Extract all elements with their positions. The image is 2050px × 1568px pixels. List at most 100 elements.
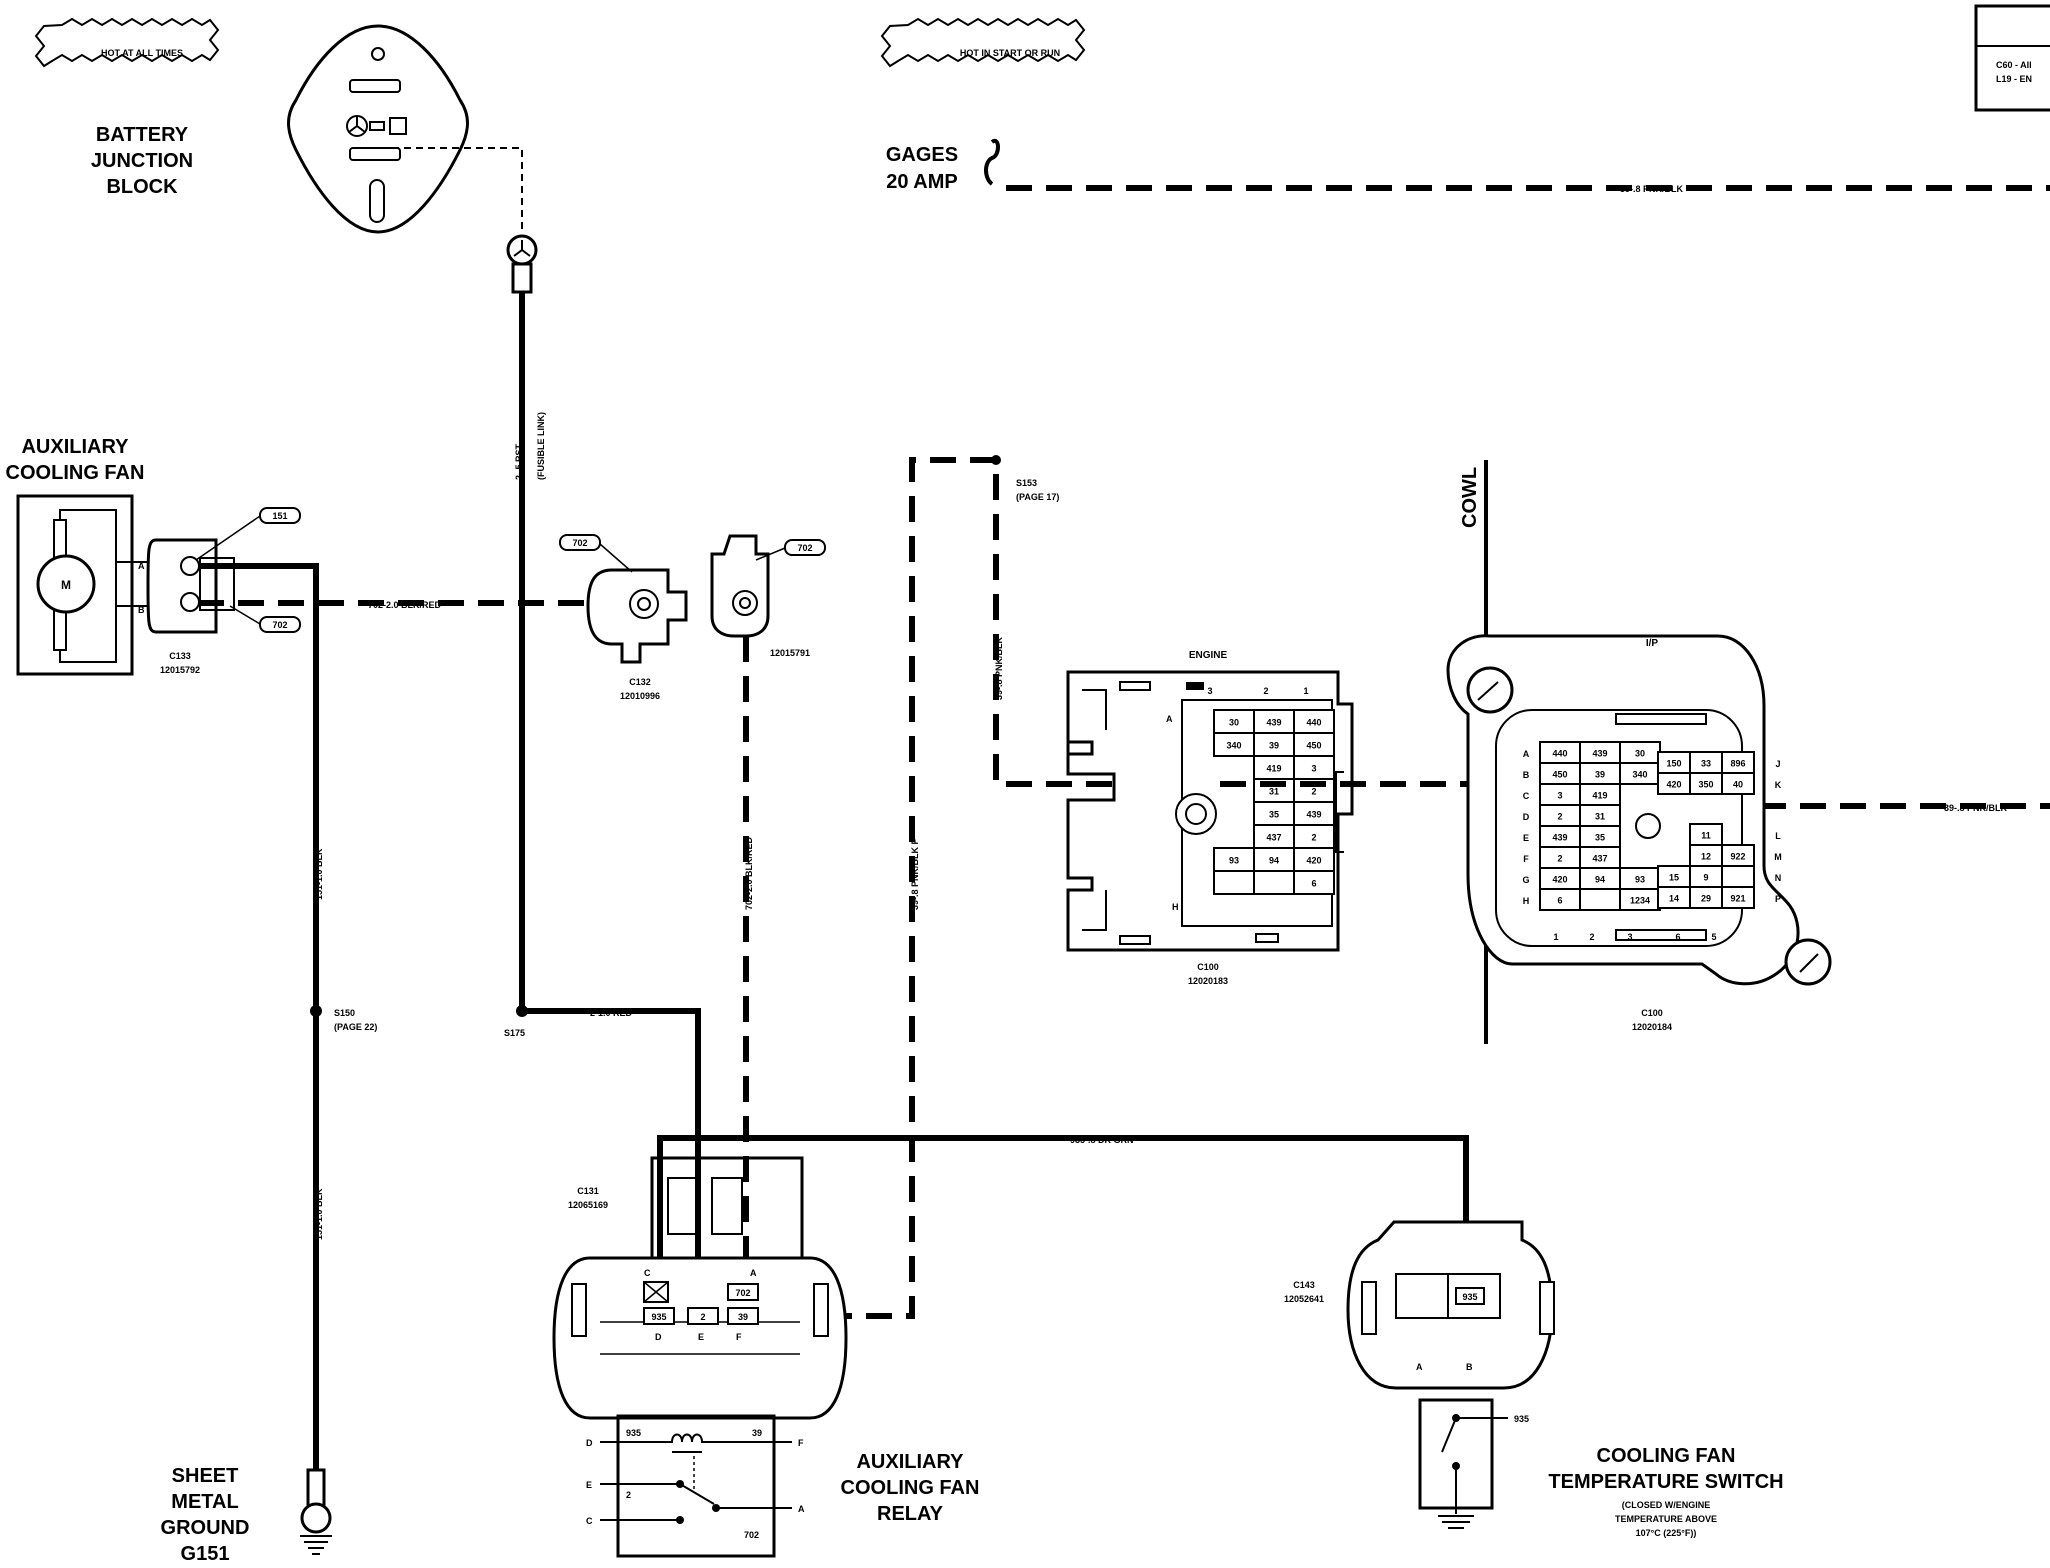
- ip-cavity-right-2-1-label: 9: [1703, 873, 1708, 883]
- ip-cavity-top-0-1-label: 33: [1701, 759, 1711, 769]
- engine-cavity-4-2-label: 439: [1306, 810, 1321, 820]
- svg-text:COOLING FAN: COOLING FAN: [6, 462, 145, 484]
- ip-cavity-left-4-0-label: 439: [1552, 833, 1567, 843]
- ip-cavity-left-4-1-label: 35: [1595, 833, 1605, 843]
- svg-text:12015792: 12015792: [160, 665, 200, 675]
- svg-text:A: A: [138, 561, 145, 571]
- svg-text:151: 151: [272, 511, 287, 521]
- ip-cavity-left-7-1-cell: [1579, 888, 1621, 911]
- svg-text:702: 702: [272, 620, 287, 630]
- ip-row-letter: P: [1775, 894, 1781, 904]
- svg-text:G151: G151: [181, 1543, 230, 1565]
- engine-cavity-7-0-cell: [1213, 870, 1255, 895]
- ip-row-letter: A: [1523, 749, 1530, 759]
- ip-cavity-left-2-1-label: 419: [1592, 791, 1607, 801]
- engine-row-a: A: [1166, 714, 1173, 724]
- wire-39-vertical-lower-label: 39-.8 PNK/BLK F: [910, 838, 920, 910]
- svg-text:(PAGE 22): (PAGE 22): [334, 1022, 377, 1032]
- svg-text:S150: S150: [334, 1008, 355, 1018]
- ip-row-letter: D: [1523, 812, 1530, 822]
- ip-bottom-number: 3: [1627, 932, 1632, 942]
- auxiliary-cooling-fan-relay-label: AUXILIARY COOLING FAN RELAY: [841, 1451, 980, 1525]
- svg-text:BATTERY: BATTERY: [96, 124, 189, 146]
- svg-text:12065169: 12065169: [568, 1200, 608, 1210]
- ip-row-letter: M: [1774, 852, 1782, 862]
- wire-935: [657, 1135, 1469, 1300]
- engine-cavity-7-1-cell: [1253, 870, 1295, 895]
- ip-row-letter: G: [1522, 875, 1529, 885]
- svg-text:39: 39: [738, 1312, 748, 1322]
- svg-text:12020183: 12020183: [1188, 976, 1228, 986]
- svg-text:935: 935: [626, 1428, 641, 1438]
- svg-text:C131: C131: [577, 1186, 599, 1196]
- battery-junction-block: [287, 24, 469, 234]
- svg-text:702: 702: [797, 543, 812, 553]
- temperature-switch-symbol: 935: [1418, 1398, 1529, 1529]
- connector-12015791: 702 12015791: [710, 534, 826, 658]
- svg-text:TEMPERATURE SWITCH: TEMPERATURE SWITCH: [1548, 1471, 1783, 1493]
- ip-cavity-left-6-0-label: 420: [1552, 875, 1567, 885]
- hot-in-start-or-run-banner: HOT IN START OR RUN: [880, 17, 1086, 68]
- engine-cavity-0-0-label: 30: [1229, 718, 1239, 728]
- wire-39-right-label: 39-.8 PNK/BLK: [1944, 803, 2008, 813]
- engine-col-1: 1: [1303, 686, 1308, 696]
- connector-c132: 702 C132 12010996: [559, 534, 688, 701]
- wire-151: [198, 563, 319, 1500]
- ip-bottom-number: 1: [1553, 932, 1558, 942]
- wire-39-vertical: [786, 457, 1260, 1319]
- hot-in-start-or-run-text: HOT IN START OR RUN: [960, 48, 1060, 58]
- svg-text:B: B: [1466, 1362, 1473, 1372]
- svg-text:935: 935: [651, 1312, 666, 1322]
- ip-cavity-left-3-1-label: 31: [1595, 812, 1605, 822]
- ip-row-letter: F: [1523, 854, 1529, 864]
- wire-2-red-label: 2-1.0 RED: [590, 1008, 633, 1018]
- svg-text:GAGES: GAGES: [886, 144, 958, 166]
- engine-cavity-3-2-label: 2: [1311, 787, 1316, 797]
- auxiliary-cooling-fan-label: AUXILIARY COOLING FAN: [6, 436, 145, 484]
- wire-702-horizontal-label: 702-2.0 BLK/RED: [368, 600, 442, 610]
- svg-text:(CLOSED W/ENGINE: (CLOSED W/ENGINE: [1622, 1500, 1711, 1510]
- engine-cavity-5-2-label: 2: [1311, 833, 1316, 843]
- connector-c143: 935 A B C143 12052641: [1284, 1220, 1555, 1390]
- sheet-metal-ground-label: SHEET METAL GROUND G151: [161, 1465, 250, 1565]
- engine-row-h: H: [1172, 902, 1179, 912]
- ip-cavity-right-0-1-label: 11: [1701, 831, 1711, 841]
- svg-text:E: E: [698, 1332, 704, 1342]
- engine-cavity-7-2-cell: [1293, 870, 1335, 895]
- ip-cavity-left-7-0-label: 6: [1557, 896, 1562, 906]
- hot-at-all-times-text: HOT AT ALL TIMES: [101, 48, 183, 58]
- wire-151-upper-label: 151-1.0 BLK: [314, 848, 324, 900]
- wire-39-right: [1220, 781, 2050, 809]
- engine-cavity-6-1-label: 94: [1269, 856, 1279, 866]
- engine-cavity-3-1-label: 31: [1269, 787, 1279, 797]
- ip-row-letter: C: [1523, 791, 1530, 801]
- ip-bottom-number: 5: [1711, 932, 1716, 942]
- svg-text:F: F: [798, 1438, 804, 1448]
- svg-text:B: B: [138, 605, 145, 615]
- engine-cavity-0-1-label: 439: [1266, 718, 1281, 728]
- svg-text:E: E: [586, 1480, 592, 1490]
- ip-cavity-left-1-0-label: 450: [1552, 770, 1567, 780]
- svg-text:C133: C133: [169, 651, 191, 661]
- auxiliary-cooling-fan: M: [16, 494, 150, 676]
- ip-cavity-left-6-2-label: 93: [1635, 875, 1645, 885]
- svg-text:C: C: [644, 1268, 651, 1278]
- svg-text:COOLING FAN: COOLING FAN: [841, 1477, 980, 1499]
- wire-fusible-link-label: (FUSIBLE LINK): [536, 412, 546, 480]
- battery-junction-block-label: BATTERY JUNCTION BLOCK: [91, 124, 193, 198]
- ip-cavity-right-2-2-cell: [1721, 865, 1755, 888]
- svg-text:JUNCTION: JUNCTION: [91, 150, 193, 172]
- ip-row-letter: H: [1523, 896, 1530, 906]
- ip-row-letter: N: [1775, 873, 1782, 883]
- connector-c131: 935 2 39 702 C A D E F C131 12065169: [552, 1156, 848, 1420]
- ip-cavity-left-5-0-label: 2: [1557, 854, 1562, 864]
- wire-151-lower-label: 151-1.0 BLK: [314, 1188, 324, 1240]
- ip-cavity-right-3-1-label: 29: [1701, 894, 1711, 904]
- cowl-label: COWL: [1459, 467, 1481, 528]
- svg-text:12020184: 12020184: [1632, 1022, 1672, 1032]
- svg-text:702: 702: [735, 1288, 750, 1298]
- ip-cavity-left-1-1-label: 39: [1595, 770, 1605, 780]
- svg-text:SHEET: SHEET: [172, 1465, 239, 1487]
